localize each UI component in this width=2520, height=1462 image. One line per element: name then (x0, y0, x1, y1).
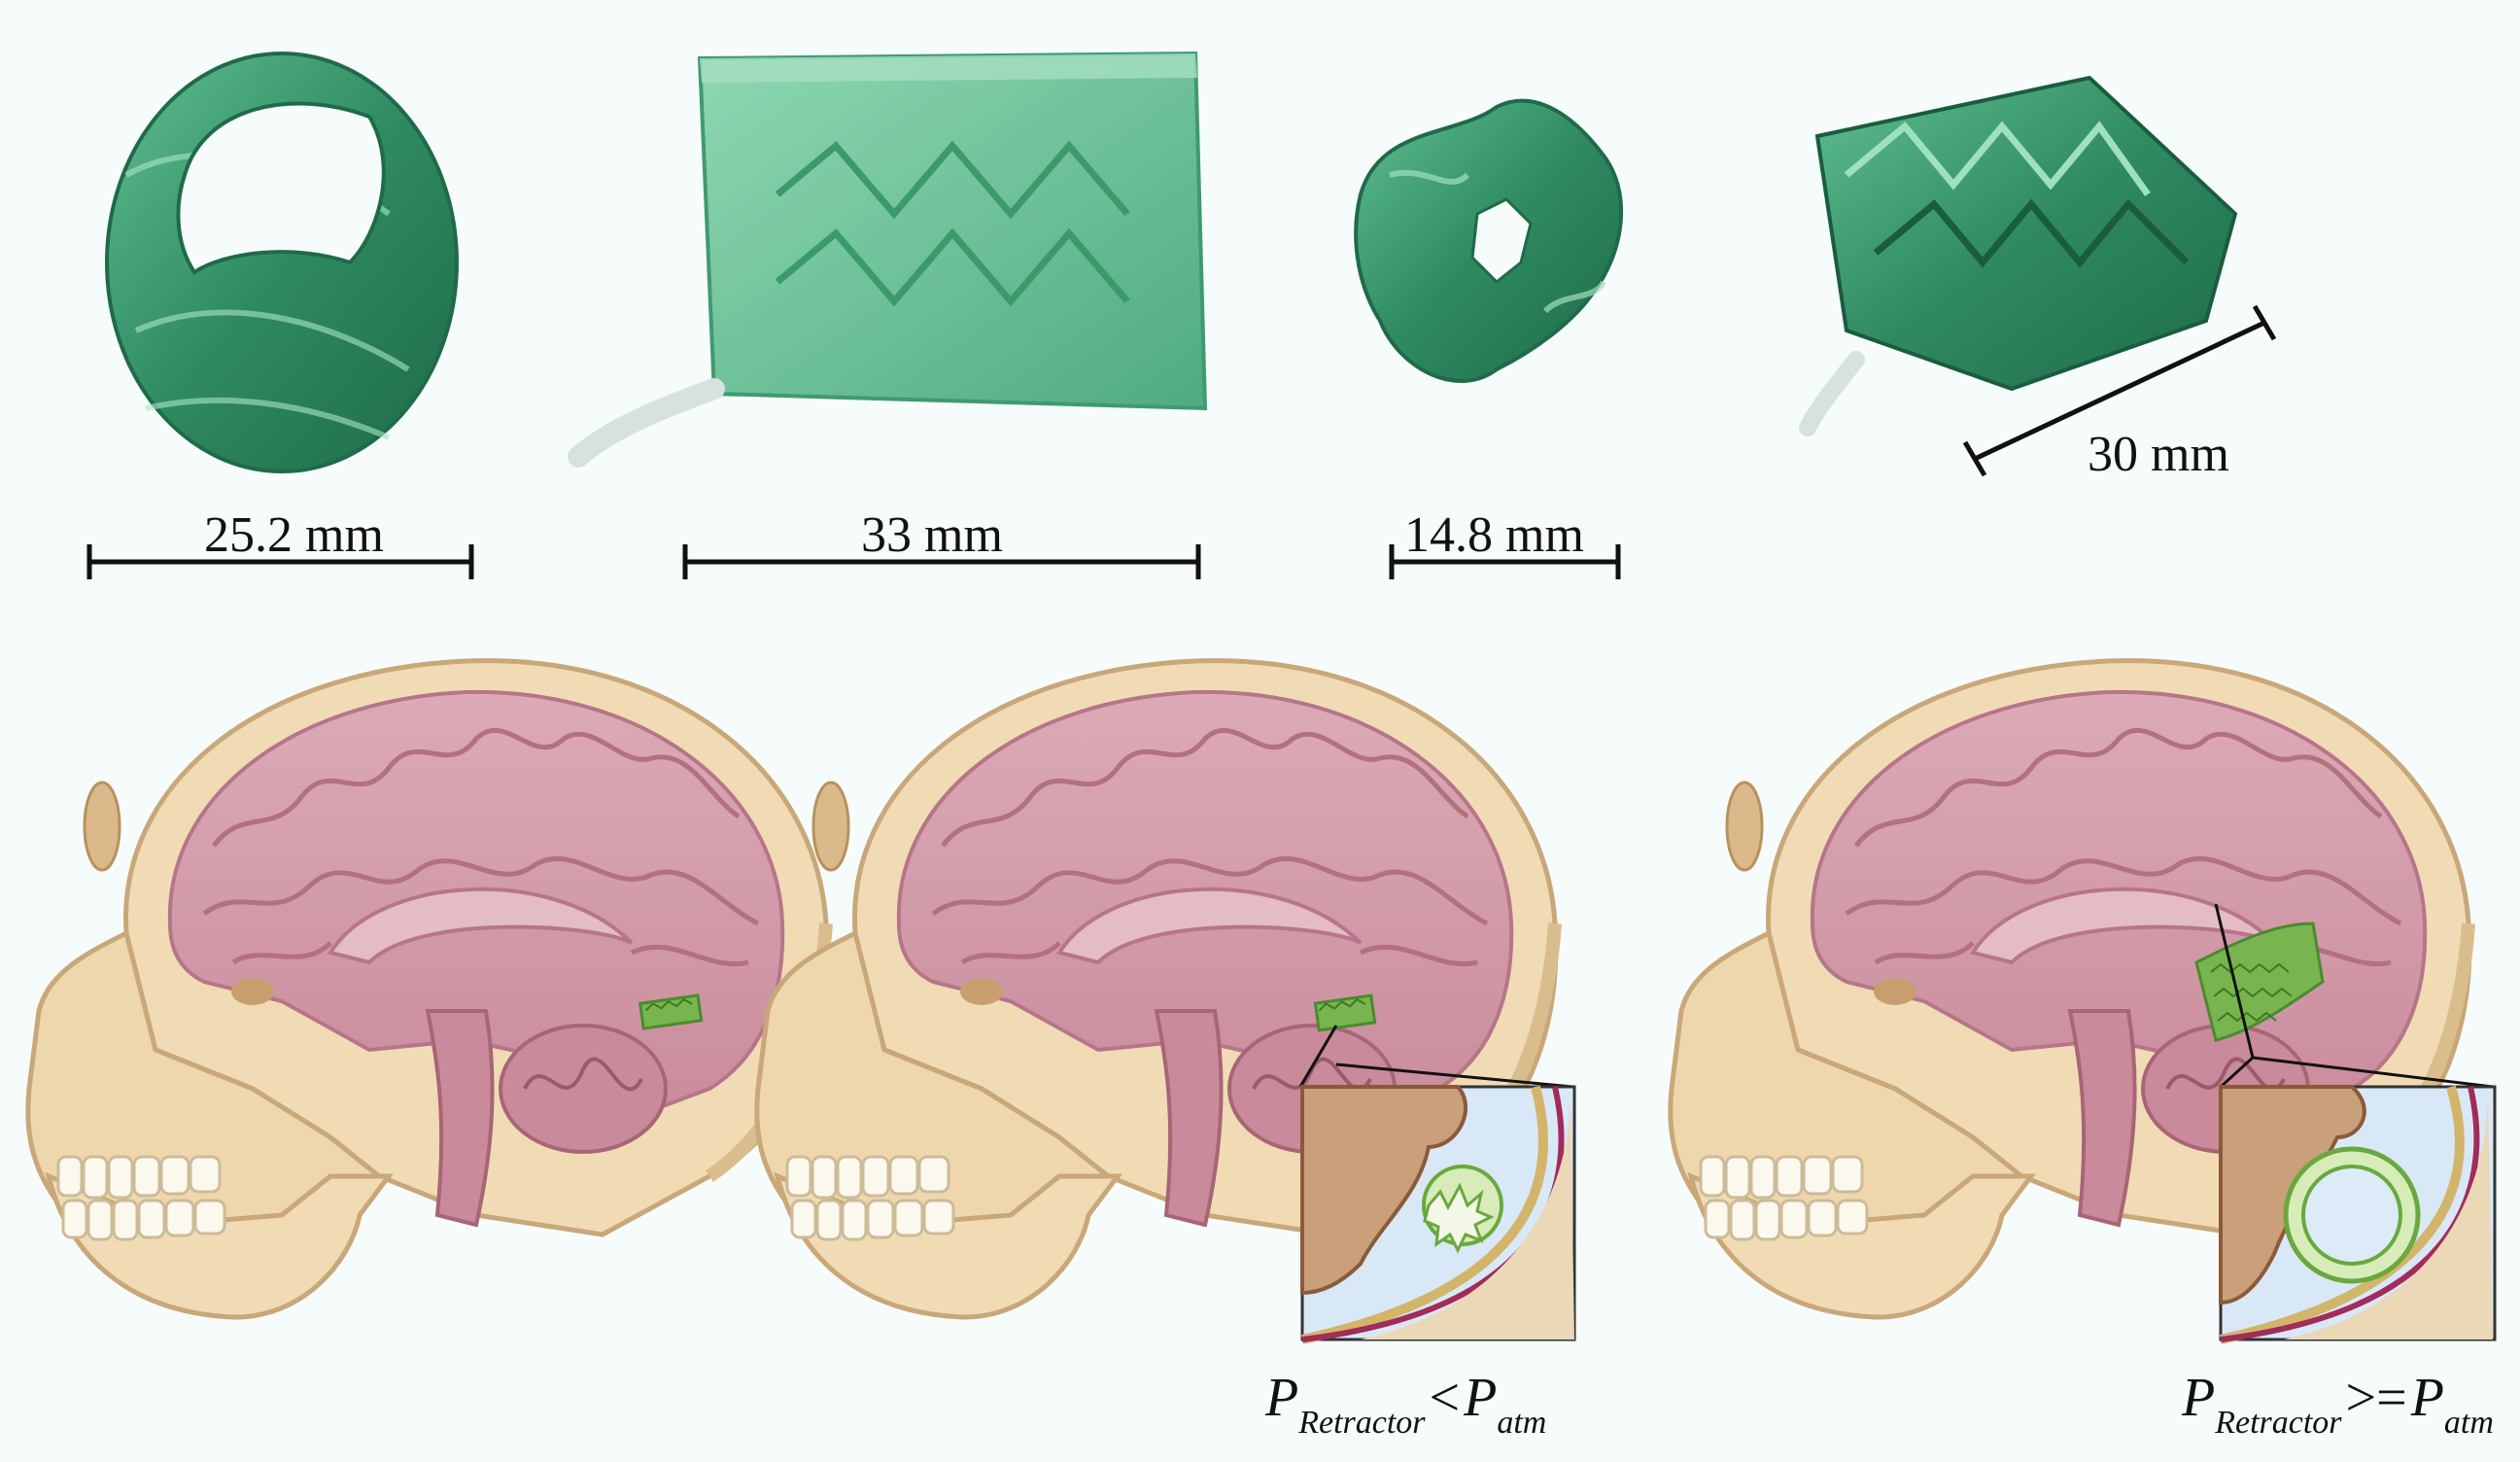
callout-lines-expanded (2214, 903, 2494, 1089)
scale-label-flat: 33 mm (861, 507, 1003, 563)
formula-sub-atm: atm (1497, 1405, 1547, 1441)
inset-expanded (2219, 1085, 2497, 1344)
formula-sub-atm: atm (2443, 1405, 2494, 1441)
formula-operator: < (1429, 1368, 1461, 1428)
retractor-compressed-photo (1354, 98, 1624, 383)
retractor-expanded-photo (1799, 75, 2238, 436)
formula-p: P (1265, 1368, 1299, 1428)
callout-lines-collapsed (1298, 1025, 1573, 1089)
retractor-flat-photo (568, 51, 1208, 468)
pressure-formula-expanded: PRetractor>=Patm (2182, 1368, 2494, 1440)
formula-p2: P (1464, 1368, 1498, 1428)
scale-label-ring: 25.2 mm (204, 507, 384, 563)
formula-sub-retractor: Retractor (2215, 1405, 2342, 1441)
scale-bar-expanded (1962, 304, 2277, 477)
formula-p: P (2182, 1368, 2216, 1428)
scale-label-compressed: 14.8 mm (1404, 507, 1584, 563)
skull-illustration-2 (757, 661, 1556, 1317)
formula-p2: P (2410, 1368, 2444, 1428)
retractor-ring-photo (105, 52, 459, 473)
formula-sub-retractor: Retractor (1298, 1405, 1426, 1441)
scale-bar-compressed (1389, 544, 1621, 579)
retractor-collapsed (1313, 993, 1377, 1032)
formula-operator: >= (2345, 1368, 2407, 1428)
inset-collapsed (1300, 1085, 1576, 1344)
scale-label-expanded: 30 mm (2088, 427, 2229, 482)
skull-illustration-1 (28, 661, 827, 1317)
scale-bar-ring (86, 544, 474, 579)
retractor-pre-insertion (638, 993, 704, 1030)
scale-bar-flat (682, 544, 1201, 579)
pressure-formula-collapsed: PRetractor<Patm (1265, 1368, 1546, 1440)
